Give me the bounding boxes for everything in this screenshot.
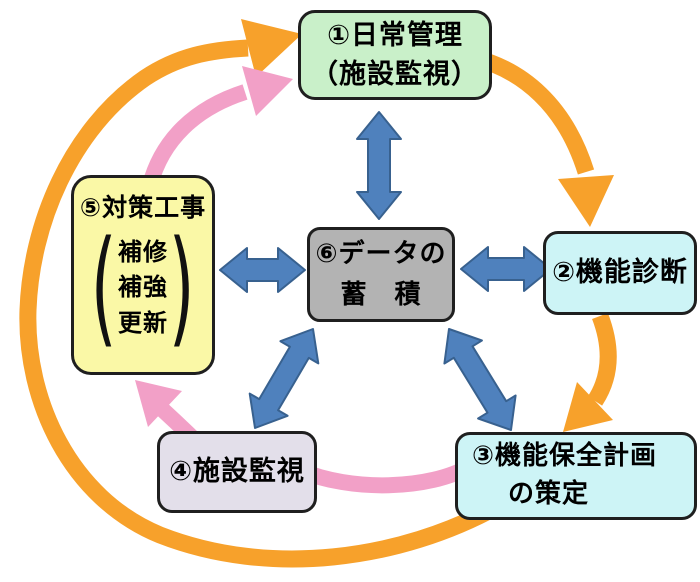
box-daily-management-line1: ①日常管理 [327, 19, 463, 51]
box-facility-monitoring-label: ④施設監視 [169, 456, 305, 488]
countermeasure-list: ( 補修 補強 更新 ) [90, 214, 196, 361]
double-arrow-center-to-box3 [443, 328, 517, 431]
double-arrow-center-to-box4 [248, 328, 320, 429]
box-maintenance-plan-line1: ③機能保全計画 [472, 441, 658, 472]
box-function-diagnosis: ②機能診断 [543, 231, 697, 315]
countermeasure-item-repair: 補修 [118, 237, 168, 266]
double-arrow-center-to-box1 [356, 111, 402, 220]
close-paren: ) [168, 214, 196, 361]
countermeasure-item-reinforce: 補強 [118, 273, 168, 302]
box-maintenance-plan: ③機能保全計画 の策定 [455, 432, 697, 520]
inner-cycle-arc-5-to-1 [142, 84, 248, 188]
countermeasure-item-renew: 更新 [118, 309, 168, 338]
open-paren: ( [90, 214, 118, 361]
box-function-diagnosis-label: ②機能診断 [552, 257, 688, 289]
double-arrow-center-to-box5 [219, 247, 306, 293]
inner-cycle-arrowhead-to-box1 [242, 66, 293, 116]
outer-cycle-arc-2-to-3 [587, 312, 617, 406]
inner-cycle-arrowhead-to-box5 [135, 380, 182, 427]
box-maintenance-plan-line2: の策定 [508, 479, 590, 509]
outer-cycle-arrowhead-to-box2 [558, 175, 614, 227]
box-countermeasure-works: ⑤対策工事 ( 補修 補強 更新 ) [71, 175, 215, 375]
box-data-accumulation-line1: ⑥データの [315, 239, 447, 270]
inner-cycle-arc-3-to-4 [296, 458, 475, 494]
outer-cycle-arrowhead-to-box3 [563, 382, 613, 432]
outer-cycle-arc-bottom-left [19, 39, 503, 568]
box-daily-management: ①日常管理 （施設監視） [298, 10, 492, 100]
double-arrow-center-to-box2 [460, 246, 552, 292]
box-daily-management-line2: （施設監視） [311, 59, 479, 90]
box-countermeasure-works-title: ⑤対策工事 [79, 193, 207, 222]
box-data-accumulation: ⑥データの 蓄 積 [307, 227, 455, 322]
outer-cycle-arrowhead-to-box1 [241, 19, 302, 77]
countermeasure-items: 補修 補強 更新 [118, 236, 168, 341]
box-data-accumulation-line2: 蓄 積 [340, 279, 422, 310]
box-facility-monitoring: ④施設監視 [157, 431, 317, 513]
